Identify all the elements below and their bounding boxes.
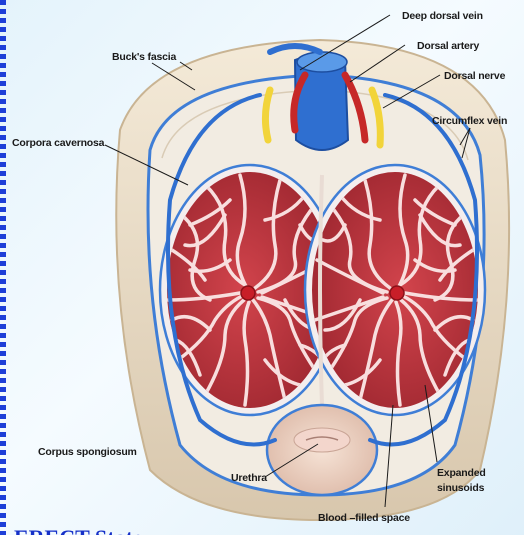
label-corpora-cavernosa: Corpora cavernosa [12, 137, 105, 149]
label-expanded: Expanded [437, 467, 486, 479]
label-urethra: Urethra [231, 472, 267, 484]
label-circumflex-vein: Circumflex vein [432, 115, 507, 127]
septum [320, 175, 322, 405]
slide-title-fragment: ERECT State [14, 525, 143, 535]
right-corpus-cavernosum [305, 165, 485, 415]
corpus-spongiosum [267, 405, 377, 495]
label-corpus-spongiosum: Corpus spongiosum [38, 446, 137, 458]
label-blood-filled-space: Blood –filled space [318, 512, 410, 524]
label-dorsal-artery: Dorsal artery [417, 40, 480, 52]
label-bucks-fascia: Buck's fascia [112, 51, 176, 63]
label-deep-dorsal-vein: Deep dorsal vein [402, 10, 483, 22]
label-sinusoids: sinusoids [437, 482, 485, 494]
label-dorsal-nerve: Dorsal nerve [444, 70, 506, 82]
